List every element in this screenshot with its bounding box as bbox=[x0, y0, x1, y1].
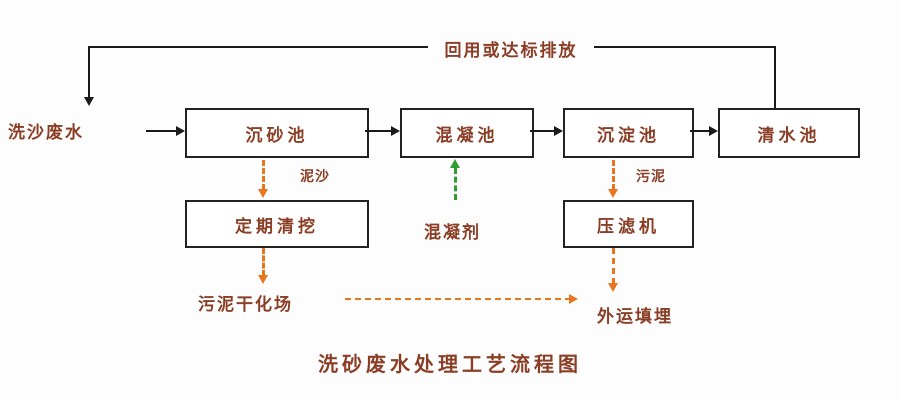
grit-chamber-box: 沉砂池 bbox=[185, 108, 369, 158]
sedimentation-to-clearwater-arrowhead-icon bbox=[709, 126, 718, 136]
return-arrowhead-down-icon bbox=[84, 97, 94, 106]
return-label: 回用或达标排放 bbox=[444, 41, 578, 61]
coagulation-to-sedimentation-arrowhead-icon bbox=[554, 126, 563, 136]
return-line-right bbox=[594, 46, 776, 48]
sedimentation-to-clearwater-line bbox=[690, 130, 712, 132]
dredging-to-drying-dashed-line bbox=[262, 248, 265, 276]
sediment-arrowhead-icon bbox=[258, 189, 268, 198]
sediment-label: 泥沙 bbox=[300, 169, 330, 185]
press-to-landfill-dashed-line bbox=[612, 248, 615, 284]
coagulant-label: 混凝剂 bbox=[424, 223, 481, 243]
return-line-drop-right bbox=[774, 46, 776, 108]
landfill-label: 外运填埋 bbox=[597, 307, 673, 327]
sludge-dashed-line bbox=[612, 160, 615, 190]
filter-press-box: 压滤机 bbox=[563, 200, 694, 248]
dredging-to-drying-arrowhead-icon bbox=[258, 275, 268, 284]
coagulant-dashed-line bbox=[454, 168, 457, 200]
grit-to-coagulation-line bbox=[365, 130, 393, 132]
coagulant-arrowhead-up-icon bbox=[450, 159, 460, 168]
dredging-box: 定期清挖 bbox=[185, 200, 369, 248]
drying-to-landfill-dashed-line bbox=[345, 298, 571, 300]
influent-label: 洗沙废水 bbox=[8, 123, 84, 143]
clearwater-tank-box: 清水池 bbox=[718, 108, 860, 158]
influent-line bbox=[146, 130, 178, 132]
return-line-left bbox=[90, 46, 428, 48]
drying-to-landfill-arrowhead-icon bbox=[569, 294, 578, 304]
influent-arrowhead-icon bbox=[176, 126, 185, 136]
diagram-title: 洗砂废水处理工艺流程图 bbox=[318, 352, 582, 376]
sedimentation-tank-box: 沉淀池 bbox=[563, 108, 694, 158]
sediment-dashed-line bbox=[262, 160, 265, 190]
sludge-drying-label: 污泥干化场 bbox=[198, 295, 293, 315]
press-to-landfill-arrowhead-icon bbox=[608, 283, 618, 292]
sludge-label: 污泥 bbox=[636, 169, 666, 185]
return-line-drop-left bbox=[88, 46, 90, 98]
grit-to-coagulation-arrowhead-icon bbox=[391, 126, 400, 136]
coagulation-tank-box: 混凝池 bbox=[400, 108, 534, 158]
coagulation-to-sedimentation-line bbox=[530, 130, 556, 132]
sludge-arrowhead-icon bbox=[608, 189, 618, 198]
